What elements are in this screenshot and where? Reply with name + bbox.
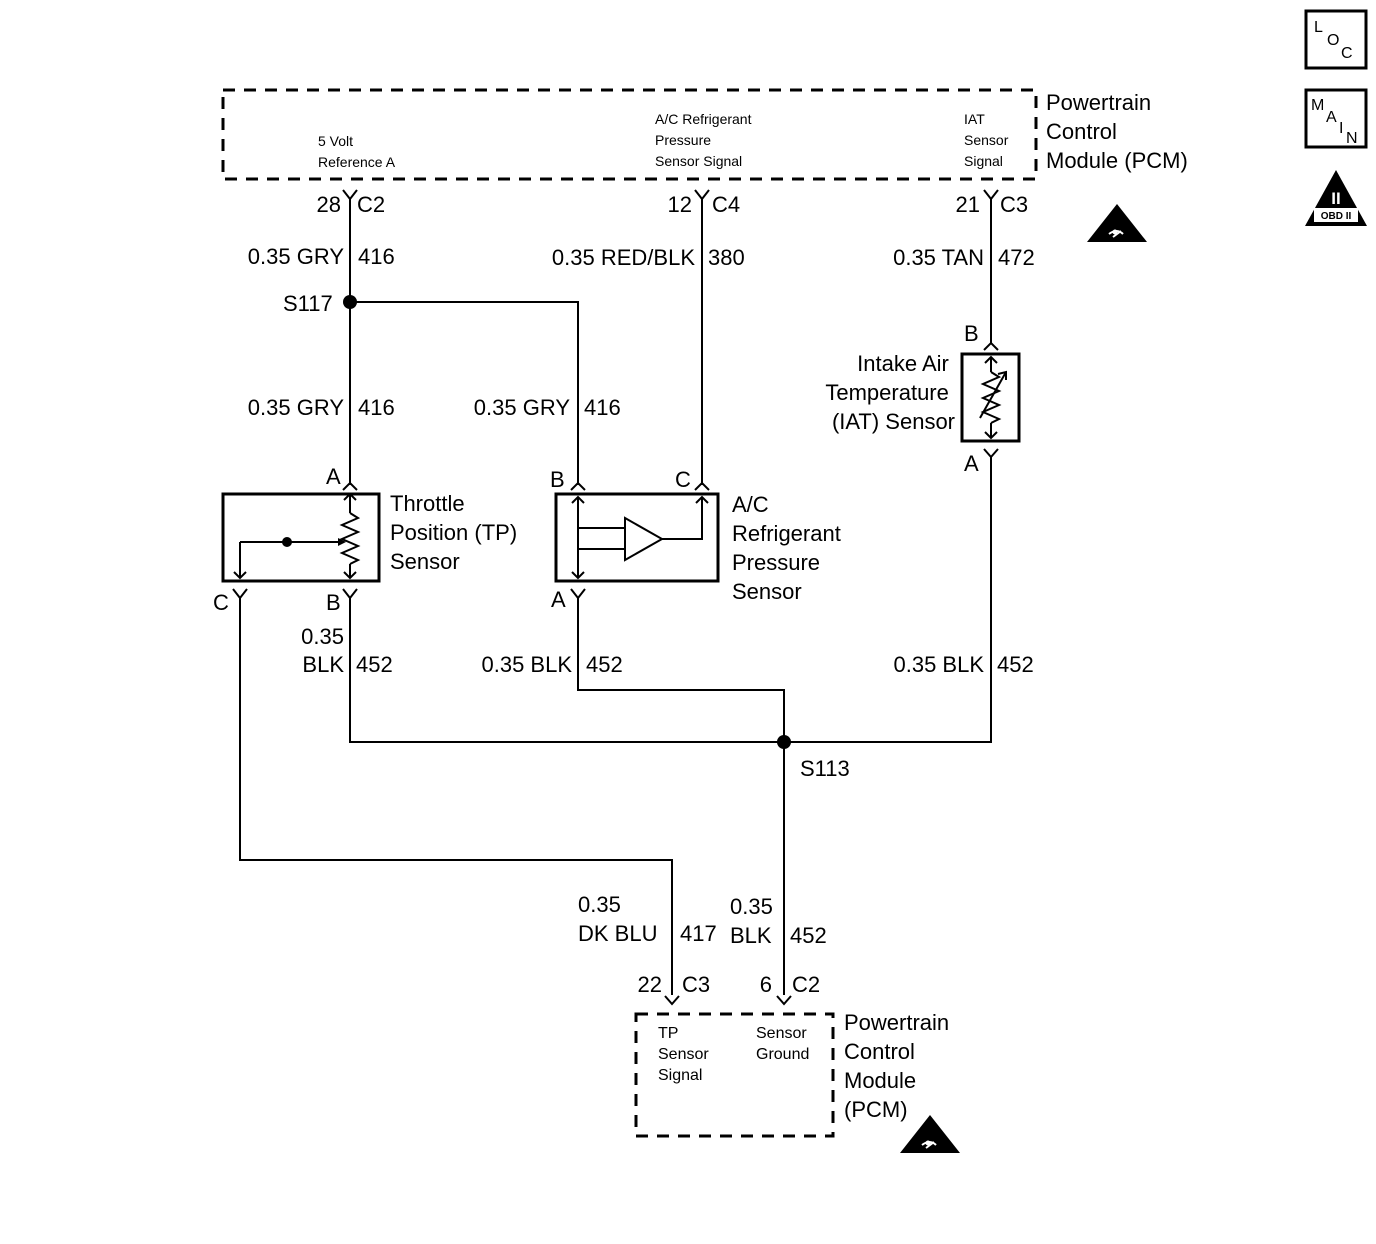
svg-text:0.35 GRY: 0.35 GRY (248, 395, 345, 420)
wire-label-blk-iat: 0.35 BLK 452 (893, 652, 1033, 677)
svg-text:416: 416 (584, 395, 621, 420)
pcm-top-ac-signal-label: A/C Refrigerant Pressure Sensor Signal (655, 111, 755, 169)
svg-text:22: 22 (638, 972, 662, 997)
pcm-bottom-box (634, 1012, 835, 1138)
wire-label-blk-pcm: 0.35 BLK 452 (730, 894, 827, 948)
svg-text:C: C (213, 590, 229, 615)
svg-text:452: 452 (997, 652, 1034, 677)
loc-icon[interactable]: L O C (1304, 9, 1368, 70)
iat-sensor: B A (960, 321, 1021, 476)
svg-text:416: 416 (358, 395, 395, 420)
tp-sensor-label: Throttle Position (TP) Sensor (390, 491, 523, 574)
esd-warning-icon (899, 1114, 961, 1154)
wire-gry-416-ac (350, 301, 579, 485)
svg-text:21: 21 (956, 192, 980, 217)
svg-text:417: 417 (680, 921, 717, 946)
svg-text:I: I (1339, 120, 1343, 137)
svg-text:0.35 BLK: 0.35 BLK (893, 652, 984, 677)
svg-text:B: B (550, 467, 565, 492)
main-icon[interactable]: M A I N (1304, 88, 1368, 149)
wire-label-dkblu: 0.35 DK BLU 417 (578, 892, 717, 946)
wire-label-blk-tp: 0.35 BLK 452 (301, 624, 393, 677)
svg-text:M: M (1311, 97, 1324, 114)
svg-text:C2: C2 (357, 192, 385, 217)
svg-text:A: A (964, 451, 979, 476)
pcm-top-pin-12: 12 C4 (668, 189, 740, 217)
wire-label-redblk: 0.35 RED/BLK 380 (552, 245, 745, 270)
svg-text:BLK: BLK (302, 652, 344, 677)
splice-s113-label: S113 (800, 756, 850, 781)
splice-s117-label: S117 (283, 291, 333, 316)
wire-label-gry-ac: 0.35 GRY 416 (474, 395, 621, 420)
svg-text:A: A (326, 464, 341, 489)
svg-text:C: C (675, 467, 691, 492)
svg-text:28: 28 (317, 192, 341, 217)
svg-text:0.35 TAN: 0.35 TAN (893, 245, 984, 270)
pcm-top-box (221, 88, 1038, 181)
svg-text:0.35 BLK: 0.35 BLK (481, 652, 572, 677)
svg-text:0.35: 0.35 (578, 892, 621, 917)
svg-text:416: 416 (358, 244, 395, 269)
pcm-top-iat-signal-label: IAT Sensor Signal (964, 111, 1012, 169)
svg-text:0.35: 0.35 (301, 624, 344, 649)
svg-text:452: 452 (356, 652, 393, 677)
pcm-top-title: Powertrain Control Module (PCM) (1046, 90, 1188, 173)
svg-text:380: 380 (708, 245, 745, 270)
wire-label-gry-top: 0.35 GRY 416 (248, 244, 395, 269)
svg-text:0.35 GRY: 0.35 GRY (248, 244, 345, 269)
wire-dkblu-417 (239, 598, 673, 995)
pcm-bottom-title: Powertrain Control Module (PCM) (844, 1010, 955, 1122)
splice-s117 (343, 295, 357, 309)
svg-text:12: 12 (668, 192, 692, 217)
svg-text:II: II (1331, 189, 1340, 208)
svg-text:BLK: BLK (730, 923, 772, 948)
ac-pressure-sensor: B C A (550, 467, 720, 612)
svg-text:C4: C4 (712, 192, 740, 217)
pcm-top-pin-28: 28 C2 (317, 189, 385, 217)
esd-warning-icon (1086, 203, 1148, 243)
wire-label-blk-ac: 0.35 BLK 452 (481, 652, 622, 677)
svg-text:C2: C2 (792, 972, 820, 997)
svg-text:0.35 RED/BLK: 0.35 RED/BLK (552, 245, 695, 270)
svg-text:DK BLU: DK BLU (578, 921, 657, 946)
pcm-bottom-ground-label: Sensor Ground (756, 1025, 811, 1063)
svg-text:0.35 GRY: 0.35 GRY (474, 395, 571, 420)
svg-text:O: O (1327, 32, 1339, 49)
wire-blk-452-ac (577, 598, 785, 742)
svg-text:0.35: 0.35 (730, 894, 773, 919)
svg-text:C3: C3 (1000, 192, 1028, 217)
pcm-top-ref5v-label: 5 Volt Reference A (318, 133, 396, 170)
ac-sensor-label: A/C Refrigerant Pressure Sensor (732, 492, 847, 604)
pcm-bottom-tp-signal-label: TP Sensor Signal (658, 1025, 713, 1084)
wire-label-tan: 0.35 TAN 472 (893, 245, 1035, 270)
svg-text:452: 452 (790, 923, 827, 948)
svg-text:L: L (1314, 19, 1323, 36)
splice-s113 (777, 735, 791, 749)
svg-text:452: 452 (586, 652, 623, 677)
svg-text:C3: C3 (682, 972, 710, 997)
svg-text:OBD II: OBD II (1321, 211, 1352, 222)
tp-sensor: A B C (213, 464, 381, 615)
obd2-icon[interactable]: II OBD II (1305, 170, 1367, 226)
svg-text:A: A (1326, 109, 1337, 126)
wire-label-gry-tp: 0.35 GRY 416 (248, 395, 395, 420)
svg-text:N: N (1346, 130, 1358, 147)
svg-text:472: 472 (998, 245, 1035, 270)
svg-text:B: B (964, 321, 979, 346)
svg-text:6: 6 (760, 972, 772, 997)
wire-blk-452-tp (349, 598, 784, 743)
svg-text:A: A (551, 587, 566, 612)
svg-text:C: C (1341, 45, 1353, 62)
pcm-top-pin-21: 21 C3 (956, 189, 1028, 217)
pcm-bottom-pin-22: 22 C3 (638, 972, 710, 1006)
svg-text:B: B (326, 590, 341, 615)
iat-sensor-label: Intake Air Temperature (IAT) Sensor (825, 351, 955, 434)
pcm-bottom-pin-6: 6 C2 (760, 972, 820, 1006)
wire-blk-452-iat (784, 457, 992, 743)
